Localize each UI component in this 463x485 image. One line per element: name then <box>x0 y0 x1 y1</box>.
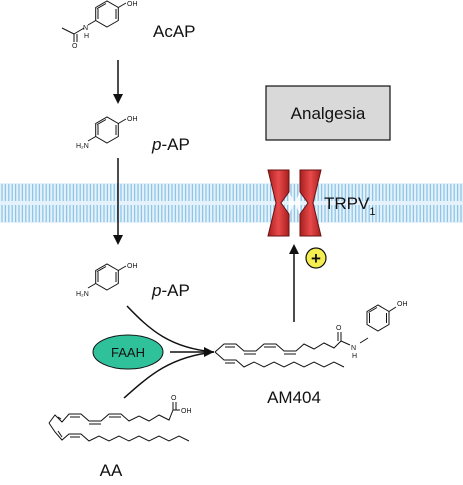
curve-aa-to-faah <box>123 351 215 399</box>
channel-pore <box>289 192 300 214</box>
trpv1-label: TRPV1 <box>324 194 375 218</box>
am404-o-label: O <box>336 325 342 332</box>
pap-lower-oh-label: OH <box>127 263 138 270</box>
aa-o-label: O <box>171 395 177 402</box>
activation-plus-badge <box>305 247 327 269</box>
trpv1-channel <box>267 169 322 237</box>
acap-o-label: O <box>72 43 78 50</box>
acap-structure <box>61 0 127 42</box>
curve-pap-to-faah <box>126 305 215 353</box>
aa-structure <box>48 402 190 442</box>
plus-sign: + <box>311 249 321 268</box>
acap-h-label: H <box>84 33 89 40</box>
pap-upper-label: p-AP <box>151 135 190 154</box>
pap-structure-lower <box>87 263 127 291</box>
am404-structure <box>214 304 397 368</box>
faah-enzyme <box>92 334 164 370</box>
acap-oh-label: OH <box>127 1 138 8</box>
pap-upper-oh-label: OH <box>127 116 138 123</box>
cell-membrane <box>0 183 463 223</box>
pap-structure-upper <box>87 116 127 144</box>
analgesia-box <box>265 85 391 141</box>
am404-oh-label: OH <box>397 301 408 308</box>
acap-n-label: N <box>83 25 88 32</box>
pap-upper-h2n-label: H₂N <box>76 143 89 150</box>
aa-oh-label: OH <box>181 408 192 415</box>
am404-n-label: N <box>351 345 356 352</box>
am404-label: AM404 <box>267 388 321 407</box>
analgesia-label: Analgesia <box>291 104 366 123</box>
pap-lower-label: p-AP <box>151 281 190 300</box>
channel-right-subunit <box>299 169 322 237</box>
faah-label: FAAH <box>111 345 145 360</box>
aa-label: AA <box>100 461 123 480</box>
am404-h-label: H <box>352 353 357 360</box>
pap-lower-h2n-label: H₂N <box>76 291 89 298</box>
acap-label: AcAP <box>153 22 196 41</box>
